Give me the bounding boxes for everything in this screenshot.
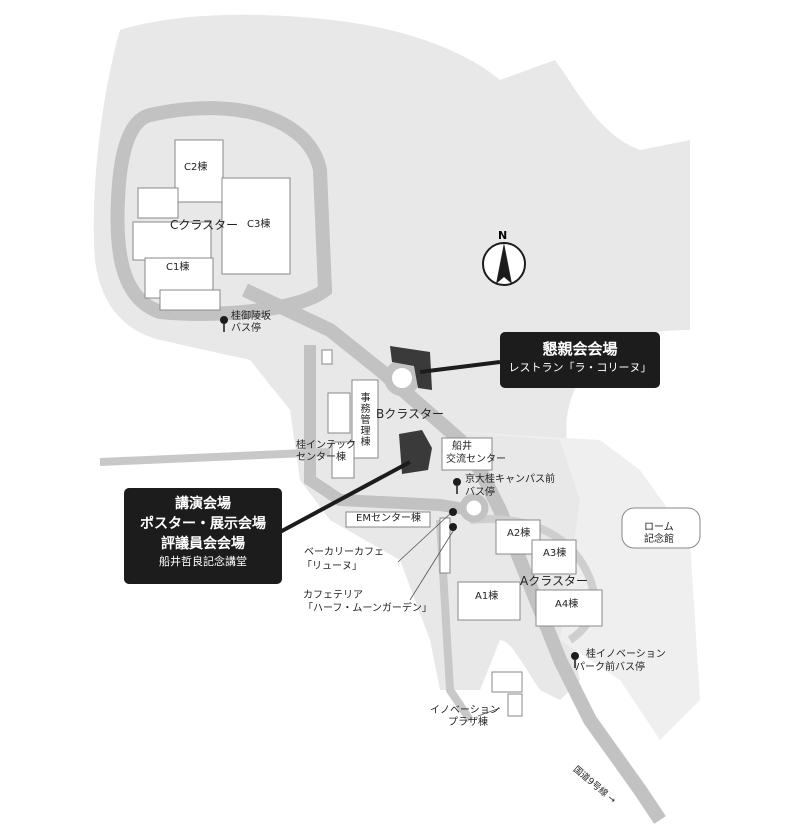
bus-stop-icon [220, 316, 228, 332]
reception-leader [419, 360, 501, 374]
b-cluster-buildings [321, 349, 493, 574]
reception-callout-sub: レストラン「ラ・コリーヌ」 [508, 361, 652, 374]
roundabout [384, 360, 420, 396]
bakery-marker [449, 508, 457, 516]
building-plaza-label-2: プラザ棟 [448, 717, 488, 728]
bus-stop-goryo-label-1: 桂御陵坂 [231, 311, 271, 322]
c-cluster-label: Cクラスター [170, 218, 239, 232]
plaza-leader [477, 707, 501, 717]
bus-stop-campus-label-1: 京大桂キャンパス前 [465, 474, 555, 485]
south-road [436, 519, 474, 723]
compass-letter: N [498, 229, 508, 242]
bus-stop-icon [453, 478, 461, 494]
lecture-callout-line2: ポスター・展示会場 [140, 516, 266, 532]
a-cluster-buildings [457, 507, 701, 717]
roundabout-south [459, 493, 489, 523]
bus-stop-goryo-label-2: バス停 [231, 323, 261, 334]
cafeteria-label-1: カフェテリア [303, 590, 363, 601]
building-rome-label-2: 記念館 [644, 534, 674, 545]
building-c2-label: C2棟 [184, 162, 208, 173]
b-cluster-label: Bクラスター [376, 407, 444, 421]
building-rome-label-1: ローム [644, 522, 674, 533]
building-a2-label: A2棟 [507, 528, 531, 539]
bus-stop-icon [571, 652, 579, 668]
building-jimu-label: 事務管理棟 [358, 392, 369, 447]
building-c3-label: C3棟 [247, 219, 271, 230]
c-cluster-buildings [132, 139, 291, 311]
lecture-callout-line1: 講演会場 [175, 496, 231, 512]
building-intech-label-2: センター棟 [296, 452, 346, 463]
building-a1-label: A1棟 [475, 591, 499, 602]
west-road [99, 448, 331, 466]
reception-callout-title: 懇親会会場 [542, 340, 618, 358]
c-cluster-loop [110, 101, 333, 321]
lecture-callout-sub: 船井哲良記念講堂 [159, 555, 247, 568]
cafeteria-leader [409, 527, 456, 601]
building-a4-label: A4棟 [555, 599, 579, 610]
building-c1-label: C1棟 [166, 262, 190, 273]
bakery-label-2: 「リューヌ」 [302, 561, 362, 572]
lecture-callout-line3: 評議員会会場 [161, 536, 245, 552]
cafeteria-marker [449, 523, 457, 531]
building-em-label: EMセンター棟 [356, 513, 421, 524]
building-a3-label: A3棟 [543, 548, 567, 559]
land-area-east [430, 430, 700, 740]
bus-stop-park-label-2: パーク前バス停 [575, 662, 645, 673]
building-funai-label-1: 船井 [452, 441, 472, 452]
lecture-leader [279, 460, 411, 534]
bakery-leader [397, 511, 453, 563]
cafeteria-label-2: 「ハーフ・ムーンガーデン」 [303, 603, 432, 614]
reception-callout: 懇親会会場 レストラン「ラ・コリーヌ」 [500, 332, 660, 388]
building-funai-label-2: 交流センター [446, 454, 506, 465]
building-plaza-label-1: イノベーション [430, 705, 500, 716]
bus-stop-campus-label-2: バス停 [465, 487, 495, 498]
bus-stop-park-label-1: 桂イノベーション [586, 649, 666, 660]
bakery-label-1: ベーカリーカフェ [304, 547, 384, 558]
a-cluster-label: Aクラスター [520, 574, 588, 588]
reception-venue-building [390, 346, 432, 390]
building-intech-label-1: 桂インテック [296, 440, 356, 451]
north-arrow-icon [482, 242, 526, 286]
main-road [242, 283, 666, 824]
lecture-callout: 講演会場 ポスター・展示会場 評議員会会場 船井哲良記念講堂 [124, 488, 282, 584]
